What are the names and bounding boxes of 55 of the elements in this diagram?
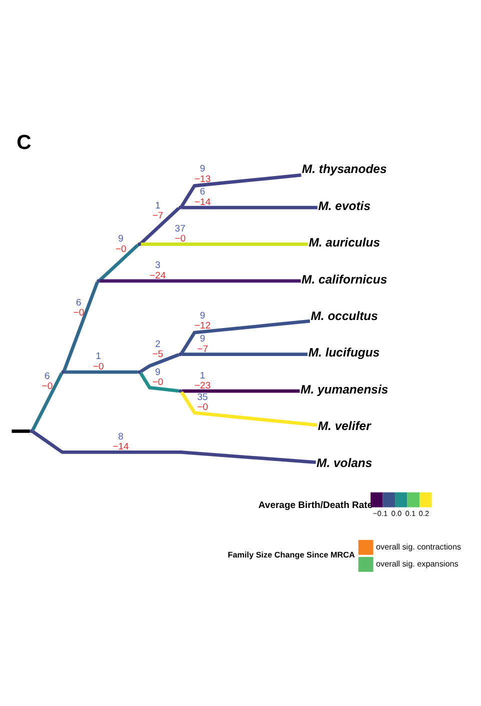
connector [180, 172, 302, 207]
connector [140, 242, 308, 246]
edge-label: 1 −23 [194, 370, 211, 391]
node-text: M. volans [316, 455, 372, 470]
connector [182, 388, 300, 392]
edge-label: 6 −0 [73, 297, 84, 318]
edge-label: 37 −0 [174, 222, 186, 244]
edge-label: 8 −14 [112, 430, 129, 452]
label: −0.1 [372, 508, 388, 518]
node-text: M. occultus [310, 308, 378, 322]
connector [32, 430, 316, 464]
label: 0.0 [391, 508, 402, 518]
edge-label: 2 −5 [152, 338, 164, 360]
connector [12, 428, 30, 432]
node-text: M. californicus [302, 272, 388, 286]
edge-label: 1 −7 [152, 200, 164, 222]
node-point [138, 242, 142, 246]
node-text: M. lucifugus [308, 345, 380, 360]
edge-label: 1 −0 [93, 350, 104, 372]
node-text: M. yumanensis [300, 382, 388, 396]
connector [180, 318, 310, 354]
edge-label: 9 −13 [194, 163, 211, 184]
node-point [96, 278, 100, 282]
connector [140, 206, 180, 244]
node-point [30, 428, 34, 432]
node-point [178, 352, 182, 356]
edge-label: 9 −12 [194, 310, 211, 332]
connector [139, 372, 179, 392]
edge-label: 9 −0 [115, 233, 126, 254]
edge-label: 9 −7 [197, 333, 208, 354]
connector [64, 370, 138, 374]
edge-label: 6 −14 [194, 186, 211, 208]
connector [100, 278, 301, 282]
node-point [178, 388, 182, 392]
node-point [61, 370, 65, 374]
node-text: M. evotis [318, 198, 371, 212]
node-text: M. velifer [318, 418, 371, 433]
node-point [138, 370, 142, 374]
edge-label: 3 −24 [150, 260, 166, 281]
edge-label: 9 −0 [152, 366, 164, 388]
label: 0.1 [405, 508, 416, 518]
connector [140, 352, 180, 372]
diagram-title: C [16, 132, 32, 154]
node-point [178, 205, 182, 209]
connector [180, 390, 318, 426]
connector [182, 205, 318, 209]
edge-label: 35 −0 [197, 392, 208, 413]
connector [182, 352, 308, 356]
connector [98, 243, 139, 282]
connector [62, 280, 99, 372]
edge-label: 6 −0 [42, 370, 53, 392]
node-text: M. auriculus [308, 235, 380, 250]
label: 0.2 [418, 508, 430, 518]
connector [31, 372, 64, 430]
node-text: M. thysanodes [302, 162, 387, 176]
